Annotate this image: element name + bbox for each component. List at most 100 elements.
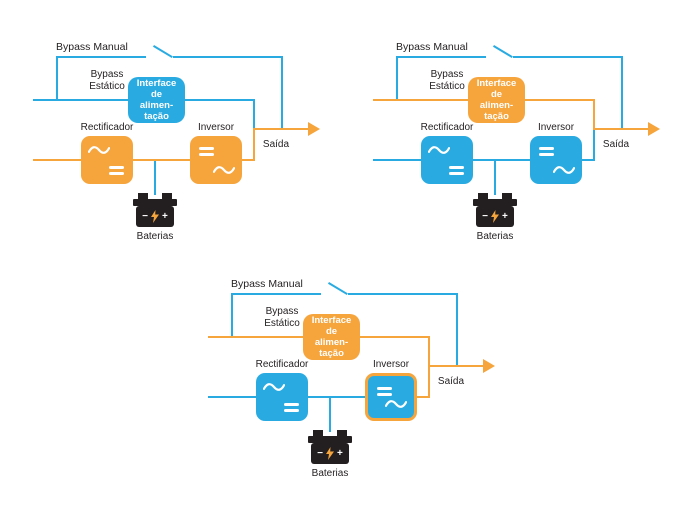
interface-label-line2: de	[325, 326, 338, 337]
inverter-output-riser-line	[253, 128, 255, 161]
battery-terminal	[162, 193, 172, 199]
bypass-manual-line	[397, 56, 486, 58]
saida-arrow-line	[428, 365, 484, 367]
inverter-box-highlighted	[365, 373, 417, 421]
bypass-estatico-label-line2: Estático	[429, 81, 465, 92]
inverter-box	[190, 136, 242, 184]
battery-terminal	[313, 430, 323, 436]
bypass-manual-label: Bypass Manual	[56, 41, 128, 53]
interface-label-line2: de	[150, 89, 163, 100]
ac-sine-icon	[428, 146, 450, 154]
inverter-label: Inversor	[537, 122, 575, 133]
bypass-estatico-descent-line	[593, 99, 595, 129]
dc-equals-icon	[377, 387, 392, 399]
saida-arrow-line	[253, 128, 309, 130]
ac-sine-icon	[263, 383, 285, 391]
plus-symbol: +	[162, 210, 168, 222]
plus-symbol: +	[502, 210, 508, 222]
interface-label-line1: Interface	[311, 315, 352, 326]
dc-equals-icon	[539, 147, 554, 159]
bypass-manual-line	[513, 56, 622, 58]
dc-equals-icon	[199, 147, 214, 159]
interface-label-line1: Interface	[136, 78, 177, 89]
bypass-estatico-label: Bypass Estático	[75, 69, 139, 93]
mains-input-line	[33, 159, 81, 161]
battery-terminal	[502, 193, 512, 199]
rectifier-box	[81, 136, 133, 184]
ups-diagram-bypass-active: Bypass Manual Bypass Estático Interface …	[365, 35, 665, 250]
dc-bus-line	[133, 159, 190, 161]
bypass-manual-branch-line	[56, 56, 58, 101]
inverter-output-riser-line	[428, 365, 430, 398]
lightning-bolt-icon	[491, 210, 499, 223]
bypass-estatico-label-line2: Estático	[89, 81, 125, 92]
baterias-label: Baterias	[311, 468, 349, 479]
bypass-estatico-label-line1: Bypass	[430, 69, 464, 80]
saida-arrow-line	[593, 128, 649, 130]
inverter-output-line	[242, 159, 255, 161]
arrow-right-icon	[648, 122, 660, 136]
arrow-right-icon	[483, 359, 495, 373]
battery-body: − +	[136, 206, 174, 227]
inverter-box	[530, 136, 582, 184]
open-switch-icon	[152, 45, 173, 59]
dc-bus-line	[308, 396, 365, 398]
lightning-bolt-icon	[326, 447, 334, 460]
bypass-manual-label: Bypass Manual	[396, 41, 468, 53]
rectifier-box	[256, 373, 308, 421]
rectifier-label: Rectificador	[80, 122, 134, 133]
bypass-estatico-descent-line	[253, 99, 255, 129]
interface-label-line4: tação	[319, 348, 344, 359]
bypass-manual-line	[57, 56, 146, 58]
interface-label-line4: tação	[144, 111, 169, 122]
ups-diagram-inverter-active: Bypass Manual Bypass Estático Interface …	[25, 35, 325, 250]
bypass-manual-line	[173, 56, 282, 58]
battery-lid	[133, 199, 177, 206]
minus-symbol: −	[142, 210, 148, 222]
saida-label: Saída	[262, 139, 290, 150]
bypass-manual-line	[348, 293, 457, 295]
interface-label-line3: alimen-	[479, 100, 514, 111]
bypass-estatico-descent-line	[428, 336, 430, 366]
dc-equals-icon	[284, 403, 299, 415]
bypass-manual-label: Bypass Manual	[231, 278, 303, 290]
inverter-output-line	[582, 159, 595, 161]
inverter-output-line	[417, 396, 430, 398]
bypass-manual-return-line	[621, 56, 623, 129]
battery-terminal	[337, 430, 347, 436]
power-interface-box: Interface de alimen- tação	[128, 77, 185, 123]
bypass-manual-return-line	[281, 56, 283, 129]
rectifier-label: Rectificador	[420, 122, 474, 133]
open-switch-icon	[327, 282, 348, 296]
mains-input-line	[208, 396, 256, 398]
minus-symbol: −	[482, 210, 488, 222]
open-switch-icon	[492, 45, 513, 59]
interface-label-line3: alimen-	[314, 337, 349, 348]
rectifier-label: Rectificador	[255, 359, 309, 370]
battery-lid	[473, 199, 517, 206]
bypass-estatico-label-line1: Bypass	[90, 69, 124, 80]
battery-connection-line	[494, 161, 496, 195]
plus-symbol: +	[337, 447, 343, 459]
bypass-manual-branch-line	[396, 56, 398, 101]
baterias-label: Baterias	[476, 231, 514, 242]
battery-body: − +	[311, 443, 349, 464]
interface-label-line2: de	[490, 89, 503, 100]
bypass-manual-branch-line	[231, 293, 233, 338]
ac-sine-icon	[213, 166, 235, 174]
lightning-bolt-icon	[151, 210, 159, 223]
bypass-estatico-label-line2: Estático	[264, 318, 300, 329]
arrow-right-icon	[308, 122, 320, 136]
battery-terminal	[138, 193, 148, 199]
dc-equals-icon	[109, 166, 124, 178]
battery-terminal	[478, 193, 488, 199]
saida-label: Saída	[437, 376, 465, 387]
dc-bus-line	[473, 159, 530, 161]
battery-connection-line	[329, 398, 331, 432]
ups-diagram-inverter-highlighted: Bypass Manual Bypass Estático Interface …	[200, 272, 500, 487]
bypass-manual-line	[232, 293, 321, 295]
baterias-label: Baterias	[136, 231, 174, 242]
power-interface-box: Interface de alimen- tação	[468, 77, 525, 123]
minus-symbol: −	[317, 447, 323, 459]
